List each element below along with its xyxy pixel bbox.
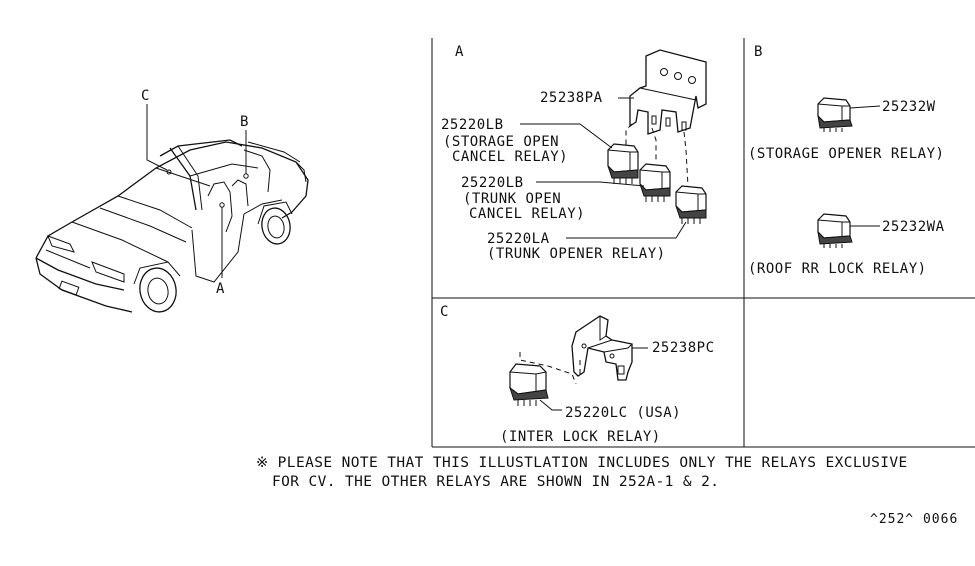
name-storage-opener: (STORAGE OPENER RELAY) xyxy=(748,146,944,162)
section-a-leaders xyxy=(520,97,687,239)
name-trunk-open-2: CANCEL RELAY) xyxy=(469,206,585,222)
note-line-1: ※ PLEASE NOTE THAT THIS ILLUSTLATION INC… xyxy=(256,455,908,471)
name-inter-lock: (INTER LOCK RELAY) xyxy=(500,429,661,445)
section-a-label: A xyxy=(455,44,464,60)
name-storage-open-1: (STORAGE OPEN xyxy=(443,134,559,150)
name-roof-rr-lock: (ROOF RR LOCK RELAY) xyxy=(748,261,927,277)
part-25220lb-storage: 25220LB xyxy=(441,117,504,133)
section-grid xyxy=(431,38,975,448)
relay-trunk-open-cancel xyxy=(639,163,671,202)
convertible-car-illustration xyxy=(35,139,309,313)
relay-trunk-opener xyxy=(675,185,707,224)
part-25220lc: 25220LC (USA) xyxy=(565,405,681,421)
part-25232wa: 25232WA xyxy=(882,219,945,235)
car-leader-lines xyxy=(146,104,247,278)
diagram-code: ^252^ 0066 xyxy=(870,512,958,527)
bracket-25238pa xyxy=(629,49,707,135)
section-b-label: B xyxy=(754,44,762,60)
callout-c: C xyxy=(141,88,150,104)
part-25238pa: 25238PA xyxy=(540,90,603,106)
name-storage-open-2: CANCEL RELAY) xyxy=(452,149,568,165)
section-c-label: C xyxy=(440,304,448,320)
relay-storage-open-cancel xyxy=(607,143,639,184)
part-25232w: 25232W xyxy=(882,99,936,115)
part-25220lb-trunk: 25220LB xyxy=(461,175,524,191)
note-line-2: FOR CV. THE OTHER RELAYS ARE SHOWN IN 25… xyxy=(272,474,719,490)
name-trunk-opener: (TRUNK OPENER RELAY) xyxy=(487,246,666,262)
bracket-25238pc xyxy=(571,315,633,381)
name-trunk-open-1: (TRUNK OPEN xyxy=(463,191,561,207)
relay-storage-opener xyxy=(817,97,853,132)
relay-roof-rr-lock xyxy=(817,213,853,248)
part-25238pc: 25238PC xyxy=(652,340,715,356)
part-25220la: 25220LA xyxy=(487,231,550,247)
callout-b: B xyxy=(240,114,249,130)
callout-a: A xyxy=(216,281,225,297)
relay-inter-lock xyxy=(509,363,549,406)
